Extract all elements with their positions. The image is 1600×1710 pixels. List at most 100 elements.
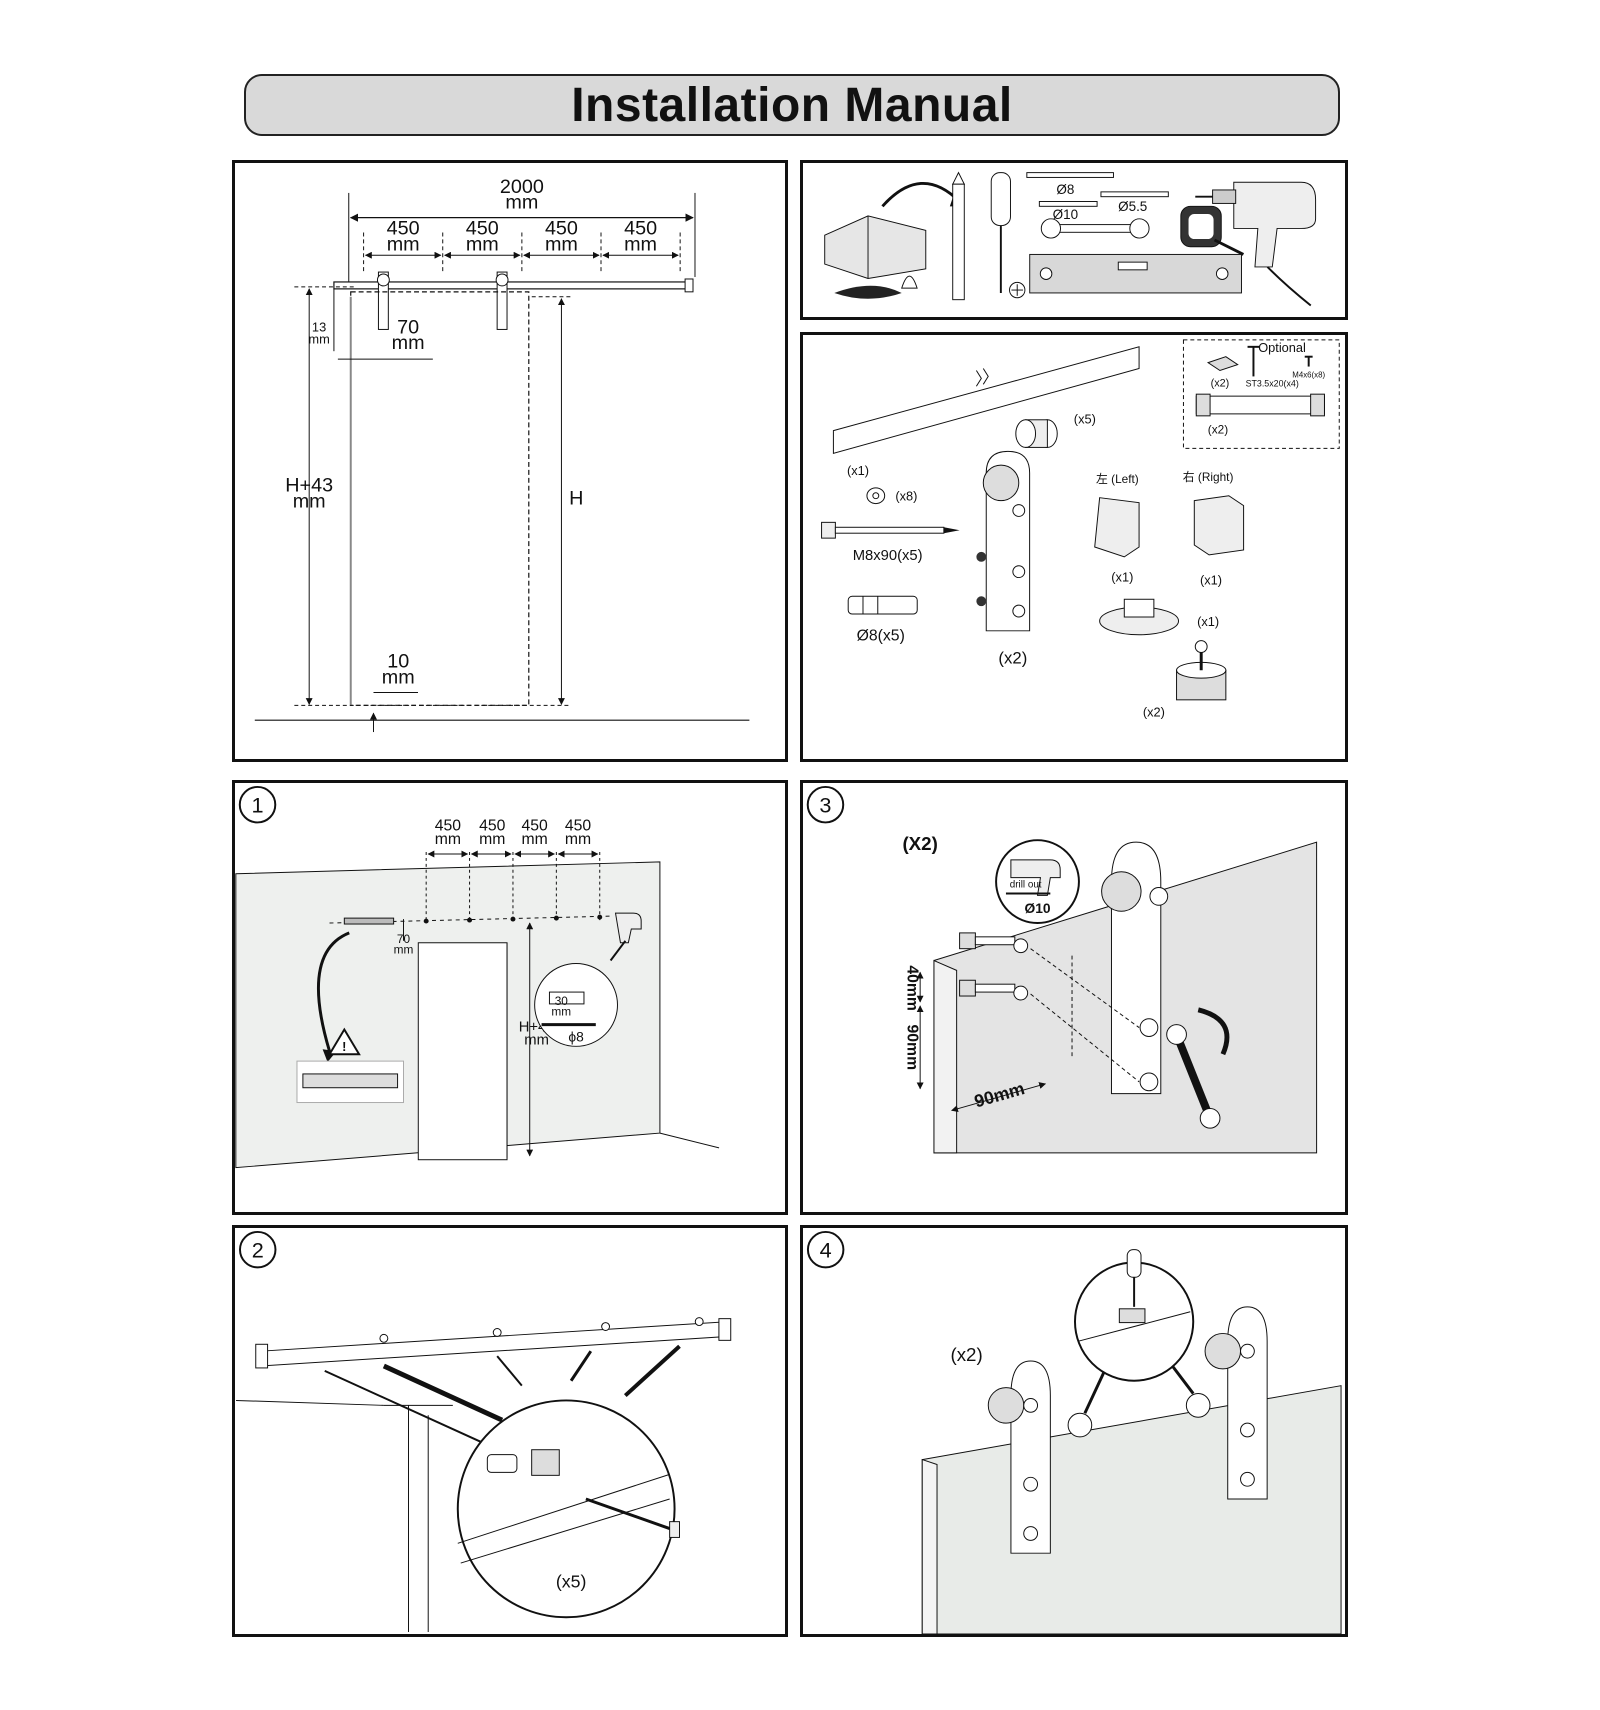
- panel-tools: Ø8 Ø5.5 Ø10: [800, 160, 1348, 320]
- step-2-diagram: 2 (x5): [236, 1230, 732, 1633]
- guide-right-qty: (x1): [1200, 572, 1222, 587]
- bracket-icon: [1206, 356, 1239, 372]
- drill-out-bit: Ø10: [1024, 901, 1050, 916]
- drill-out-label: drill out: [1010, 880, 1042, 891]
- wrench-icon: [1166, 1024, 1221, 1129]
- optional-bracket-qty: (x2): [1211, 377, 1230, 389]
- step3-dim-a: 40mm: [903, 965, 920, 1011]
- step1-seg-1: 450: [435, 817, 462, 834]
- gap-unit: mm: [308, 331, 329, 346]
- door-opening: [417, 942, 508, 1161]
- level-icon: [1029, 253, 1242, 294]
- panel-parts: Optional (x2) ST3.5x20(x4) M4x6(x8) (x2)…: [800, 332, 1348, 762]
- drill-bit-8-label: Ø8: [1056, 182, 1074, 197]
- hanger-left: [377, 271, 389, 330]
- guide-left-icon: [1094, 497, 1140, 558]
- curved-arrow-icon: [316, 931, 350, 1052]
- step1-depth-unit: mm: [551, 1005, 571, 1019]
- step1-offset-value: 70: [397, 932, 411, 946]
- bolt-icon: [959, 932, 1029, 1001]
- guide-right-label: 右 (Right): [1183, 470, 1234, 484]
- step1-seg-unit-3: mm: [522, 831, 548, 848]
- anchor-label: Ø8(x5): [857, 628, 905, 645]
- guide-right-icon: [1193, 495, 1245, 556]
- drill-icon: [614, 912, 642, 944]
- warning-icon: !: [327, 1027, 361, 1056]
- optional-stop-qty: (x2): [1208, 423, 1228, 437]
- step4-qty: (x2): [950, 1344, 982, 1365]
- panel-step-2: 2 (x5): [232, 1225, 788, 1637]
- end-stop-icon: [1195, 393, 1325, 417]
- step-3-diagram: 3 (X2): [806, 785, 1318, 1154]
- washer-qty: (x8): [895, 489, 917, 504]
- gap-value: 13: [312, 319, 326, 334]
- drill-bit-5-5-label: Ø5.5: [1118, 199, 1147, 214]
- stopper-icon: [1176, 640, 1227, 701]
- segment-2-value: 450: [466, 217, 499, 239]
- spacer-icon: [1015, 419, 1058, 448]
- tape-measure-icon: [1180, 205, 1245, 256]
- pencil-icon: [951, 171, 966, 301]
- floor-gap-unit: mm: [382, 667, 415, 689]
- floor-guide-icon: [1099, 598, 1180, 636]
- segment-2-unit: mm: [466, 233, 499, 255]
- drill-bit-10-label: Ø10: [1053, 207, 1078, 222]
- step1-seg-unit-4: mm: [565, 831, 591, 848]
- bolt-label: M8x90(x5): [853, 548, 923, 564]
- step-2-number: 2: [252, 1238, 264, 1263]
- rotate-arrow-icon: [1197, 1007, 1230, 1056]
- parts-diagram: Optional (x2) ST3.5x20(x4) M4x6(x8) (x2)…: [821, 339, 1340, 720]
- door-slab: [921, 1385, 1342, 1634]
- hanger-qty: (x2): [998, 648, 1027, 667]
- step2-qty: (x5): [556, 1572, 587, 1592]
- segment-3-unit: mm: [545, 233, 578, 255]
- level-icon: [296, 1060, 404, 1104]
- hanger-left-icon: [987, 1360, 1051, 1554]
- step-4-number: 4: [820, 1238, 832, 1263]
- overview-diagram: 2000 mm 450 mm 450 mm 450 mm 450 mm H+43: [254, 176, 750, 733]
- screwdriver-icon: [990, 172, 1026, 299]
- total-length-value: 2000: [500, 176, 544, 198]
- tools-diagram: Ø8 Ø5.5 Ø10: [824, 171, 1317, 307]
- step1-seg-unit-1: mm: [435, 831, 461, 848]
- step-3-number: 3: [819, 793, 831, 818]
- hanger-right-icon: [1204, 1306, 1268, 1500]
- stopper-detail: [1074, 1261, 1195, 1382]
- height-value: H+43: [285, 475, 333, 497]
- door-height-label: H: [569, 488, 583, 510]
- panel-step-4: 4 (x2): [800, 1225, 1348, 1637]
- panel-step-1: 1 450 450 450 450 mm mm mm mm 70: [232, 780, 788, 1215]
- door-outline: [350, 291, 530, 706]
- floor-gap-value: 10: [387, 651, 409, 673]
- offset-value: 70: [397, 316, 419, 338]
- segment-1-unit: mm: [387, 233, 420, 255]
- stopper-qty: (x2): [1143, 705, 1165, 720]
- step1-seg-unit-2: mm: [479, 831, 505, 848]
- curved-arrow-icon: [881, 181, 961, 208]
- optional-screw-a-label: ST3.5x20(x4): [1246, 378, 1299, 388]
- mounting-detail: [456, 1399, 680, 1619]
- floor-guide-qty: (x1): [1197, 614, 1219, 629]
- segment-3-value: 450: [545, 217, 578, 239]
- step1-offset-unit: mm: [394, 943, 414, 957]
- power-drill-icon: [1195, 181, 1317, 307]
- washer-icon: [866, 487, 886, 505]
- step1-seg-4: 450: [565, 817, 592, 834]
- drill-bit-icon: [1026, 172, 1169, 207]
- rail-qty: (x1): [847, 463, 869, 478]
- step3-dim-b: 90mm: [903, 1025, 920, 1071]
- offset-unit: mm: [392, 332, 425, 354]
- guide-left-label: 左 (Left): [1096, 472, 1139, 486]
- rail-icon: [832, 346, 1140, 454]
- segment-1-value: 450: [387, 217, 420, 239]
- hanger-right: [496, 271, 508, 330]
- optional-parts-box: [1182, 339, 1340, 449]
- height-unit: mm: [293, 490, 326, 512]
- segment-4-unit: mm: [624, 233, 657, 255]
- segment-4-value: 450: [624, 217, 657, 239]
- step1-seg-3: 450: [521, 817, 548, 834]
- drill-out-detail: [995, 839, 1080, 925]
- step3-qty: (X2): [902, 833, 937, 854]
- anchor-icon: [847, 595, 918, 615]
- screwdriver-icon: [1126, 1249, 1142, 1307]
